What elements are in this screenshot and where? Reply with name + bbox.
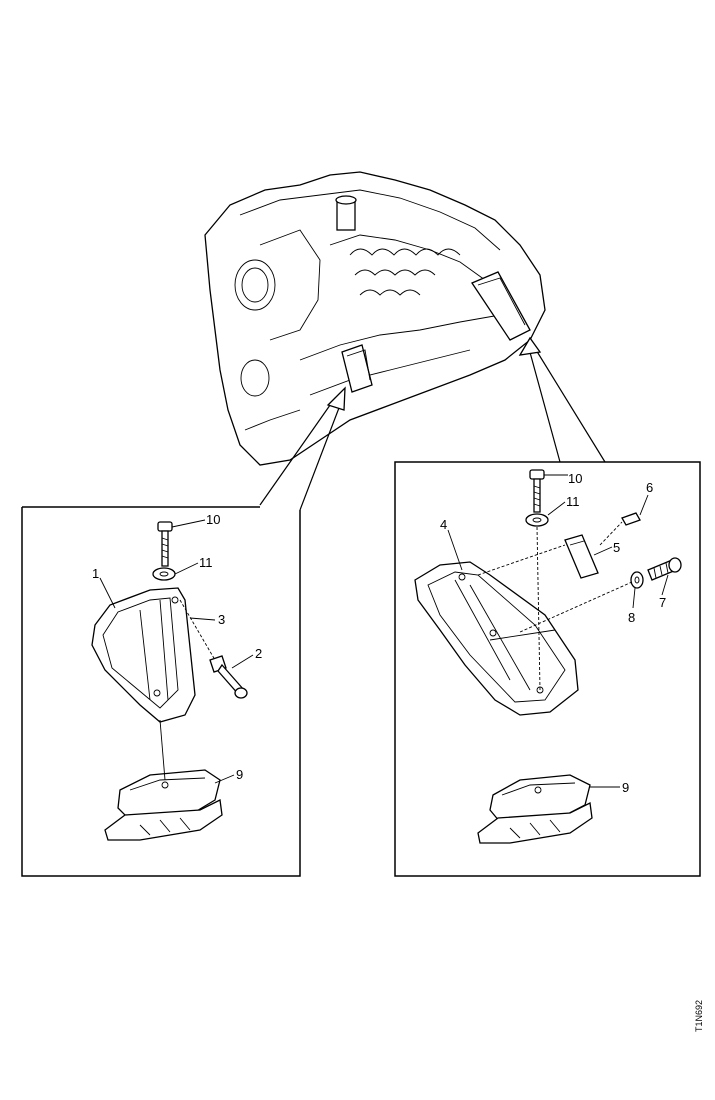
callout-arrow-right: [518, 336, 606, 463]
bracket-1-left: [91, 587, 196, 723]
label-5-right: 5: [613, 540, 620, 555]
rubber-mount-9-left: [104, 769, 223, 841]
label-9-right: 9: [622, 780, 629, 795]
label-7-right: 7: [659, 595, 666, 610]
bolt-2-left: [209, 655, 248, 699]
label-11-right: 11: [566, 494, 580, 509]
rubber-mount-9-right: [477, 774, 593, 844]
bolt-7-right: [647, 557, 682, 581]
washer-8-right: [630, 571, 644, 589]
bolt-10-right: [529, 469, 545, 513]
washer-11-left: [152, 567, 176, 581]
label-11-left: 11: [199, 555, 213, 570]
bracket-4-right: [414, 561, 579, 716]
left-detail-box: 10 11 1 3 2 9: [21, 506, 301, 877]
label-9-left: 9: [236, 767, 243, 782]
figure-reference-code: T1N692: [694, 1000, 704, 1032]
label-1-left: 1: [92, 566, 99, 581]
plate-5-right: [564, 534, 599, 579]
right-detail-box: 10 11 6 4 5 8 7 9: [394, 461, 701, 877]
label-6-right: 6: [646, 480, 653, 495]
label-8-right: 8: [628, 610, 635, 625]
label-10-left: 10: [206, 512, 220, 527]
label-3-left: 3: [218, 612, 225, 627]
washer-11-right: [525, 513, 549, 527]
clip-6-right: [621, 512, 641, 526]
engine-block: [204, 171, 546, 466]
callout-arrow-left: [259, 386, 346, 511]
label-4-right: 4: [440, 517, 447, 532]
bolt-10-left: [157, 521, 173, 567]
label-2-left: 2: [255, 646, 262, 661]
label-10-right: 10: [568, 471, 582, 486]
